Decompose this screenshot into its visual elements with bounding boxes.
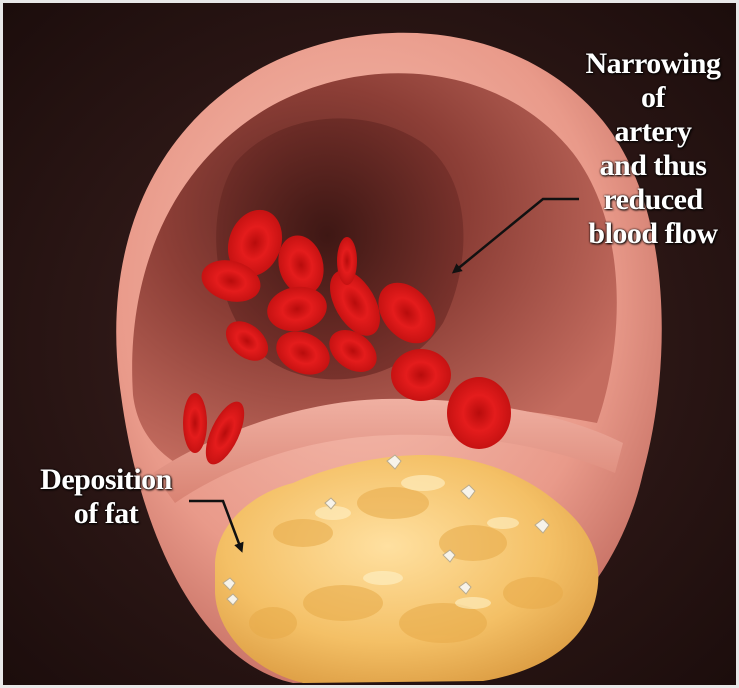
fat-deposition-label: Deposition of fat <box>21 463 191 531</box>
fat-label-line: Deposition <box>21 463 191 497</box>
red-blood-cell <box>391 349 451 401</box>
red-blood-cell <box>337 237 357 285</box>
narrowing-label-line: blood flow <box>568 217 738 251</box>
narrowing-label-line: Narrowing <box>568 47 738 81</box>
narrowing-label-line: artery <box>568 115 738 149</box>
fat-label-line: of fat <box>21 497 191 531</box>
red-blood-cell <box>183 393 207 453</box>
narrowing-label: Narrowing of artery and thus reduced blo… <box>568 47 738 251</box>
red-blood-cell <box>447 377 511 449</box>
narrowing-label-line: of <box>568 81 738 115</box>
narrowing-label-line: and thus <box>568 149 738 183</box>
narrowing-label-line: reduced <box>568 183 738 217</box>
